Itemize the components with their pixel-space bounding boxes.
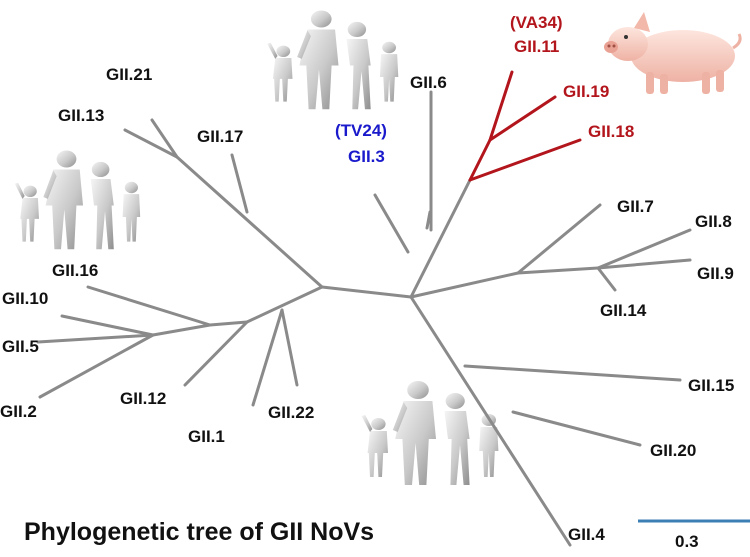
human-family-icon [267,10,399,110]
label-gii-9: GII.9 [697,264,734,283]
label-gii-19: GII.19 [563,82,609,101]
label-gii-22: GII.22 [268,403,314,422]
scale-bar-label: 0.3 [675,532,699,551]
label-gii-3: GII.3 [348,147,385,166]
label-gii-4: GII.4 [568,525,605,544]
label-gii-10: GII.10 [2,289,48,308]
label-gii-21: GII.21 [106,65,152,84]
label-gii-11: GII.11 [514,37,559,56]
label-gii-6: GII.6 [410,73,447,92]
label-gii-3-strain: (TV24) [335,121,387,140]
label-gii-17: GII.17 [197,127,243,146]
human-family-icon [14,150,141,250]
label-gii-16: GII.16 [52,261,98,280]
label-gii-1: GII.1 [188,427,225,446]
figure-title: Phylogenetic tree of GII NoVs [24,518,374,546]
human-family-icon [361,381,499,485]
label-gii-2: GII.2 [0,402,37,421]
tree-branches [36,90,692,547]
label-gii-8: GII.8 [695,212,732,231]
label-gii-7: GII.7 [617,197,654,216]
label-gii-12: GII.12 [120,389,166,408]
label-gii-11-strain: (VA34) [510,13,563,32]
label-gii-18: GII.18 [588,122,634,141]
label-gii-14: GII.14 [600,301,647,320]
label-gii-20: GII.20 [650,441,696,460]
label-gii-15: GII.15 [688,376,734,395]
label-gii-13: GII.13 [58,106,104,125]
pig-icon [604,12,742,94]
label-gii-5: GII.5 [2,337,39,356]
porcine-branches [468,70,582,182]
